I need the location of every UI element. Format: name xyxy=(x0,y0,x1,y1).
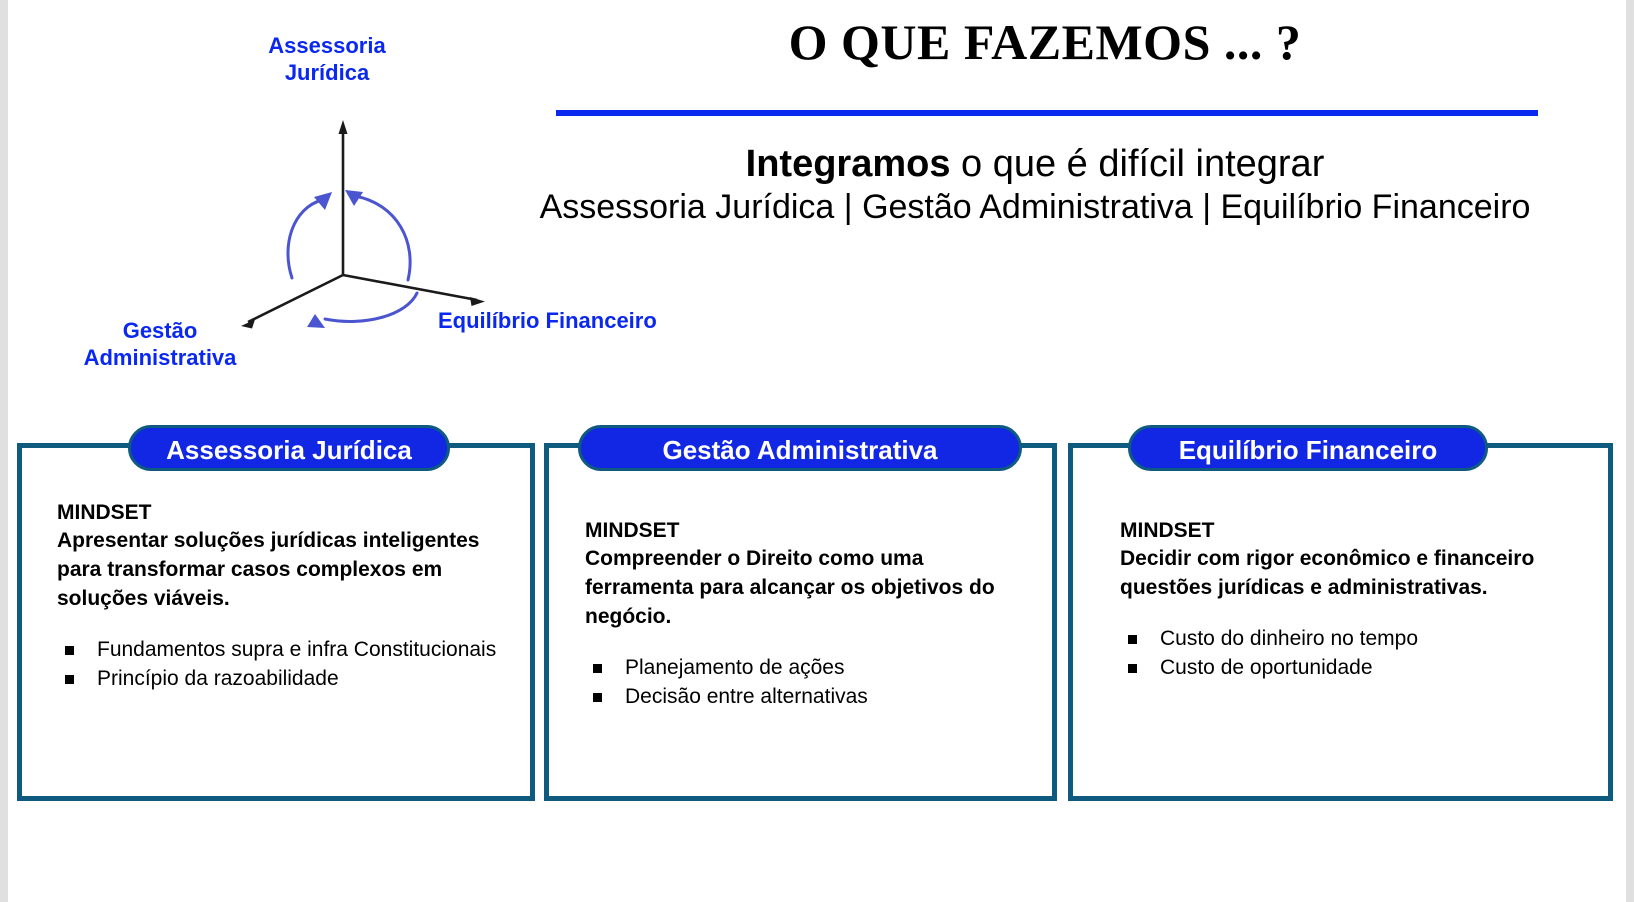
axis-label-equilibrio-financeiro: Equilíbrio Financeiro xyxy=(438,308,657,333)
mindset-label: MINDSET xyxy=(1120,519,1215,542)
axis-lower-right xyxy=(342,273,478,302)
panel-title-pill-gestao-administrativa[interactable]: Gestão Administrativa xyxy=(578,425,1022,471)
rotation-arrowheads xyxy=(307,190,363,328)
subtitle-line-2: Assessoria Jurídica | Gestão Administrat… xyxy=(539,187,1531,226)
list-item-label: Planejamento de ações xyxy=(625,655,845,679)
arc-arrowhead-top-right xyxy=(345,190,363,206)
list-item: Planejamento de ações xyxy=(589,654,1035,682)
axis-diagram-svg xyxy=(241,120,485,329)
axis-label-assessoria-juridica: Assessoria Jurídica xyxy=(232,33,422,87)
list-item-label: Decisão entre alternativas xyxy=(625,684,868,708)
panel-title-pill-equilibrio-financeiro[interactable]: Equilíbrio Financeiro xyxy=(1128,425,1488,471)
arrowhead-up xyxy=(338,120,348,134)
list-item-label: Princípio da razoabilidade xyxy=(97,666,339,690)
list-item-label: Fundamentos supra e infra Constitucionai… xyxy=(97,637,497,661)
bullet-list: Fundamentos supra e infra Constitucionai… xyxy=(57,636,517,692)
mindset-text: Apresentar soluções jurídicas inteligent… xyxy=(57,528,480,610)
list-item-label: Custo do dinheiro no tempo xyxy=(1160,626,1418,650)
mindset-label: MINDSET xyxy=(57,501,152,524)
square-bullet-icon xyxy=(1128,634,1137,644)
arrowhead-right xyxy=(470,297,485,306)
panel-assessoria-juridica xyxy=(17,443,535,801)
bullet-list: Custo do dinheiro no tempo Custo de opor… xyxy=(1120,625,1590,681)
subtitle-line-1: Integramos o que é difícil integrar xyxy=(520,142,1550,187)
axis-label-line-1: Gestão xyxy=(122,318,198,343)
panel-body-equilibrio-financeiro: MINDSET Decidir com rigor econômico e fi… xyxy=(1120,518,1590,682)
arc-arrowhead-bottom-left xyxy=(307,314,325,328)
list-item: Decisão entre alternativas xyxy=(589,683,1035,711)
square-bullet-icon xyxy=(65,645,74,655)
list-item: Fundamentos supra e infra Constitucionai… xyxy=(61,636,517,664)
axis-label-gestao-administrativa: Gestão Administrativa xyxy=(55,318,265,372)
slide-title-block: O QUE FAZEMOS ... ? xyxy=(540,16,1550,69)
slide-right-edge xyxy=(1626,0,1634,902)
list-item: Princípio da razoabilidade xyxy=(61,665,517,693)
subtitle-rest: o que é difícil integrar xyxy=(950,143,1325,185)
rotation-arc-left xyxy=(286,198,324,280)
list-item-label: Custo de oportunidade xyxy=(1160,655,1373,679)
square-bullet-icon xyxy=(593,663,602,673)
square-bullet-icon xyxy=(65,674,74,684)
axis-label-line-2: Administrativa xyxy=(83,344,237,370)
axis-lower-left xyxy=(247,273,344,324)
slide-left-edge xyxy=(0,0,8,902)
three-axis-rotation-diagram xyxy=(215,100,505,330)
page-title: O QUE FAZEMOS ... ? xyxy=(788,14,1302,70)
mindset-text: Decidir com rigor econômico e financeiro… xyxy=(1120,546,1535,599)
list-item: Custo do dinheiro no tempo xyxy=(1124,625,1590,653)
axis-label-line-1: Assessoria xyxy=(268,33,386,58)
subtitle-strong-word: Integramos xyxy=(745,143,951,185)
slide-subtitle-block: Integramos o que é difícil integrar Asse… xyxy=(520,142,1550,228)
bullet-list: Planejamento de ações Decisão entre alte… xyxy=(585,654,1035,710)
axis-arrowheads xyxy=(241,120,485,329)
title-underline-rule xyxy=(556,110,1538,116)
panel-body-assessoria-juridica: MINDSET Apresentar soluções jurídicas in… xyxy=(57,500,517,693)
panel-body-gestao-administrativa: MINDSET Compreender o Direito como uma f… xyxy=(585,518,1035,711)
rotation-arc-right xyxy=(353,194,412,282)
list-item: Custo de oportunidade xyxy=(1124,654,1590,682)
mindset-text: Compreender o Direito como uma ferrament… xyxy=(585,546,995,628)
square-bullet-icon xyxy=(1128,663,1137,673)
arc-arrowhead-top-left xyxy=(314,192,332,210)
rotation-arcs xyxy=(286,194,419,323)
arrowhead-left xyxy=(241,319,255,329)
mindset-label: MINDSET xyxy=(585,519,680,542)
panel-title-pill-assessoria-juridica[interactable]: Assessoria Jurídica xyxy=(128,425,450,471)
axis-lines xyxy=(247,128,478,324)
square-bullet-icon xyxy=(593,692,602,702)
axis-label-line-2: Jurídica xyxy=(284,59,370,85)
panel-gestao-administrativa xyxy=(544,443,1057,801)
rotation-arc-bottom xyxy=(323,291,419,323)
panel-equilibrio-financeiro xyxy=(1068,443,1613,801)
